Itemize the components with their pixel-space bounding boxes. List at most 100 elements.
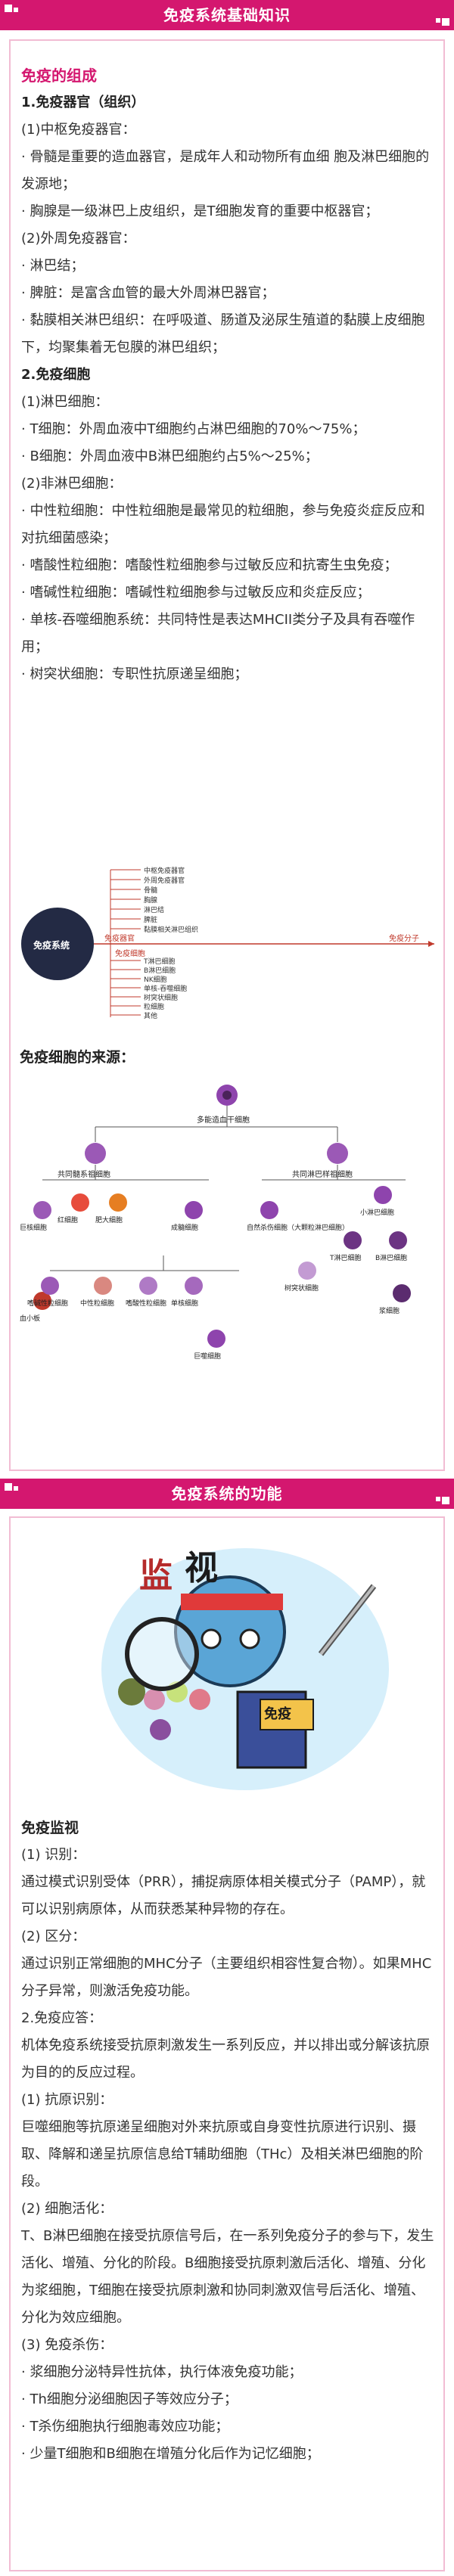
section-title: 免疫系统的功能 — [171, 1485, 283, 1503]
paragraph: · 脾脏：是富含血管的最大外周淋巴器官； — [21, 285, 275, 301]
cell-icon — [139, 1277, 157, 1295]
cell-label: 血小板 — [20, 1315, 41, 1323]
cell-label: 免疫细胞 — [115, 950, 145, 958]
diagram-item: 黏膜相关淋巴组织 — [144, 926, 199, 934]
molecule-label: 免疫分子 — [389, 935, 419, 943]
function-text: 免疫监视 (1) 识别： 通过模式识别受体（PRR），捕捉病原体相关模式分子（PAM… — [21, 1814, 436, 2468]
paragraph: (2)外周免疫器官： — [21, 231, 136, 247]
paragraph: (1)淋巴细胞： — [21, 394, 109, 410]
cell-label: 树突状细胞 — [285, 1285, 319, 1293]
cell-icon — [298, 1262, 316, 1280]
corner-square-icon — [14, 8, 18, 12]
cell-label: 红细胞 — [58, 1217, 79, 1224]
cell-icon — [260, 1201, 278, 1219]
diagram-item: 外周免疫器官 — [144, 877, 185, 885]
section-header-basics: 免疫系统基础知识 — [0, 0, 454, 30]
paragraph: 2.免疫应答： — [21, 2010, 103, 2026]
cell-label: 巨噬细胞 — [194, 1353, 222, 1361]
cell-label: 小淋巴细胞 — [360, 1209, 395, 1217]
origin-svg — [33, 1085, 411, 1348]
paragraph: · 少量T细胞和B细胞在增殖分化后作为记忆细胞； — [21, 2446, 320, 2462]
corner-square-icon — [14, 1486, 18, 1491]
cell-label: 嗜碱性粒细胞 — [27, 1300, 69, 1308]
paragraph: (2) 细胞活化： — [21, 2201, 114, 2217]
organ-label: 免疫器官 — [104, 935, 135, 943]
corner-square-icon — [436, 1497, 440, 1501]
paragraph: (3) 免疫杀伤： — [21, 2337, 114, 2353]
paragraph: · 浆细胞分泌特异性抗体，执行体液免疫功能； — [21, 2364, 303, 2380]
lymphoid-label: 共同淋巴样祖细胞 — [292, 1171, 353, 1179]
cell-origin-tree: 多能造血干细胞 共同髓系祖细胞 共同淋巴样祖细胞 巨核细胞红细胞肥大细胞成髓细胞… — [20, 1082, 434, 1475]
immune-system-diagram: 免疫系统 免疫器官 免疫分子 免疫细胞 中枢免疫器官外周免疫器官骨髓胸腺淋巴结脾… — [20, 855, 434, 1029]
corner-square-icon — [5, 5, 12, 12]
paragraph: · T杀伤细胞执行细胞毒效应功能； — [21, 2419, 229, 2435]
paragraph: 1.免疫器官（组织） — [21, 95, 145, 110]
paragraph: T、B淋巴细胞在接受抗原信号后，在一系列免疫分子的参与下，发生活化、增殖、分化的… — [21, 2228, 434, 2326]
cell-label: 中性粒细胞 — [80, 1300, 115, 1308]
illustration-svg — [101, 1548, 389, 1790]
surveillance-illustration: 监 视 免疫 — [71, 1518, 404, 1798]
paragraph: (2)非淋巴细胞： — [21, 476, 123, 492]
arrow-icon — [428, 941, 434, 947]
cell-icon — [71, 1193, 89, 1212]
origin-cells — [33, 1186, 411, 1348]
cell-label: 嗜酸性粒细胞 — [126, 1300, 167, 1308]
paragraph: 免疫监视 — [21, 1820, 79, 1836]
diagram-item: T淋巴细胞 — [144, 958, 176, 966]
paragraph: (1) 抗原识别： — [21, 2092, 114, 2108]
corner-square-icon — [5, 1483, 12, 1491]
paragraph: · 中性粒细胞：中性粒细胞是最常见的粒细胞，参与免疫炎症反应和对抗细菌感染； — [21, 503, 425, 546]
cell-label: B淋巴细胞 — [375, 1255, 408, 1262]
cell-label: 浆细胞 — [379, 1308, 400, 1315]
paragraph: · 胸腺是一级淋巴上皮组织，是T细胞发育的重要中枢器官； — [21, 203, 379, 219]
center-circle — [21, 908, 94, 980]
paragraph: · 树突状细胞：专职性抗原递呈细胞； — [21, 666, 248, 682]
cell-label: 肥大细胞 — [95, 1217, 123, 1224]
cell-label: T淋巴细胞 — [330, 1255, 362, 1262]
myeloid-label: 共同髓系祖细胞 — [58, 1171, 110, 1179]
diagram-item: 中枢免疫器官 — [144, 867, 185, 875]
corner-square-icon — [442, 1497, 449, 1504]
section-title: 免疫系统基础知识 — [163, 6, 291, 24]
diagram-item: 脾脏 — [144, 917, 158, 924]
composition-heading: 免疫的组成 — [21, 67, 97, 85]
lymphoid-cell — [327, 1143, 348, 1164]
basics-text: 免疫的组成 1.免疫器官（组织） (1)中枢免疫器官： · 骨髓是重要的造血器官… — [21, 62, 436, 688]
paragraph: (1) 识别： — [21, 1847, 86, 1863]
cell-label: 自然杀伤细胞（大颗粒淋巴细胞） — [247, 1224, 350, 1232]
cell-icon — [33, 1292, 51, 1310]
diagram-svg — [21, 869, 434, 1017]
diagram-item: 其他 — [144, 1013, 158, 1020]
illustration-word: 视 — [185, 1549, 218, 1587]
function-card: 监 视 免疫 免疫监视(1) 识别：通过模式识别受体（PRR），捕捉病原体相关模… — [9, 1516, 445, 2571]
cell-label: 单核细胞 — [171, 1300, 199, 1308]
illustration-word: 监 — [139, 1556, 173, 1595]
cell-icon — [344, 1231, 362, 1249]
cell-label: 巨核细胞 — [20, 1224, 48, 1232]
cell-icon — [41, 1277, 59, 1295]
diagram-item: 淋巴结 — [144, 907, 165, 914]
corner-square-icon — [436, 18, 440, 23]
cell-icon — [185, 1277, 203, 1295]
section-header-function: 免疫系统的功能 — [0, 1479, 454, 1509]
diagram-item: 树突状细胞 — [144, 995, 179, 1002]
diagram-item: 粒细胞 — [144, 1004, 165, 1011]
paragraph: · 骨髓是重要的造血器官，是成年人和动物所有血细 胞及淋巴细胞的发源地； — [21, 149, 430, 192]
paragraph: · 单核-吞噬细胞系统：共同特性是表达MHCII类分子及具有吞噬作用； — [21, 612, 415, 655]
origin-title-wrap: 免疫细胞的来源： — [20, 1044, 434, 1071]
cell-icon — [207, 1330, 225, 1348]
cell-label: 成髓细胞 — [171, 1224, 199, 1232]
cell-icon — [389, 1231, 407, 1249]
diagram-item: 骨髓 — [144, 887, 158, 895]
paragraph: 通过模式识别受体（PRR），捕捉病原体相关模式分子（PAMP），就可以识别病原体… — [21, 1874, 426, 1917]
illustration-badge-word: 免疫 — [264, 1706, 291, 1722]
paragraph: · T细胞：外周血液中T细胞约占淋巴细胞的70%～75%； — [21, 421, 366, 437]
cell-icon — [94, 1277, 112, 1295]
paragraph: · 黏膜相关淋巴组织：在呼吸道、肠道及泌尿生殖道的黏膜上皮细胞下，均聚集着无包膜… — [21, 312, 425, 355]
myeloid-cell — [85, 1143, 106, 1164]
paragraph: · 嗜酸性粒细胞：嗜酸性粒细胞参与过敏反应和抗寄生虫免疫； — [21, 557, 398, 573]
paragraph: · 淋巴结； — [21, 258, 85, 274]
paragraph: (2) 区分： — [21, 1929, 86, 1944]
paragraph: · B细胞：外周血液中B淋巴细胞约占5%～25%； — [21, 448, 319, 464]
